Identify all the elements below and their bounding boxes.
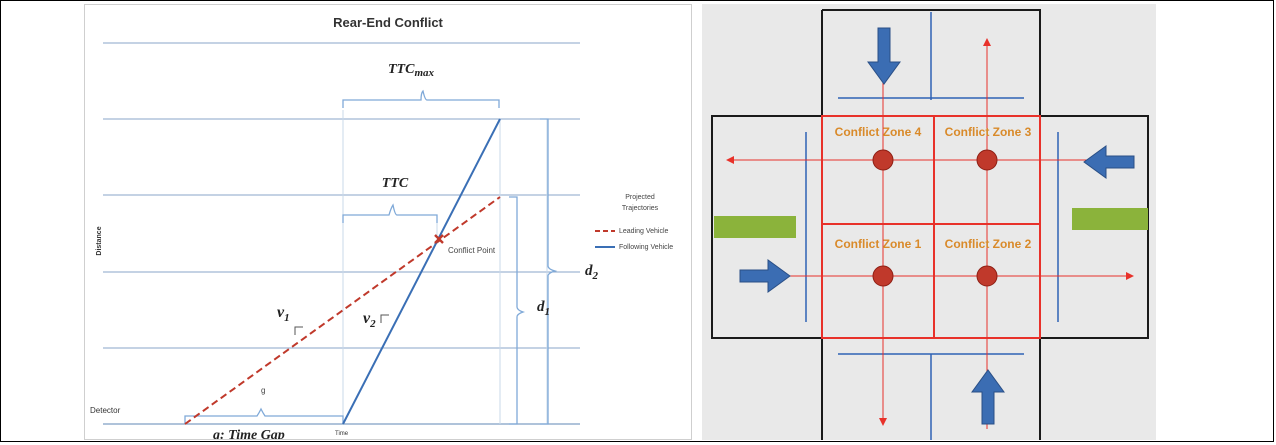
green-bar-west	[714, 216, 796, 238]
conflict-dot-4	[872, 149, 894, 171]
g-small-label: g	[261, 386, 265, 395]
time-gap-brace	[184, 407, 344, 424]
d1-label: d1	[537, 299, 550, 318]
green-bar-east	[1072, 208, 1148, 230]
arrow-westbound-icon	[1083, 145, 1135, 179]
rear-end-diagram: Rear-End Conflict TTCmax TTC d2 d1	[90, 15, 673, 443]
distance-axis-label: Distance	[96, 226, 103, 255]
travel-paths	[726, 38, 1134, 429]
arrow-eastbound-icon	[739, 259, 791, 293]
detector-label: Detector	[90, 406, 121, 415]
d1-brace	[509, 196, 526, 425]
arrow-southbound-icon	[867, 27, 901, 85]
approach-arrows	[739, 27, 1135, 425]
legend-title-line1: Projected	[625, 194, 655, 201]
legend-leading-label: Leading Vehicle	[619, 228, 669, 235]
v2-slope-marker	[380, 314, 389, 323]
v1-label: v1	[277, 304, 290, 324]
ttc-max-label: TTCmax	[388, 62, 435, 79]
following-vehicle-trajectory	[342, 118, 501, 425]
rear-end-conflict-panel: Rear-End Conflict TTCmax TTC d2 d1	[84, 4, 692, 443]
intersection-diagram: Conflict Zone 4 Conflict Zone 3 Conflict…	[702, 4, 1156, 440]
conflict-dot-1	[872, 265, 894, 287]
ttc-max-brace	[342, 89, 500, 108]
v2-label: v2	[363, 310, 376, 330]
vertical-guides	[342, 110, 548, 424]
diagram-title: Rear-End Conflict	[333, 15, 443, 30]
zone-label-1: Conflict Zone 1	[835, 237, 922, 251]
legend-title-line2: Trajectories	[622, 205, 659, 212]
conflict-dot-3	[976, 149, 998, 171]
d2-brace	[540, 118, 558, 425]
ttc-label: TTC	[382, 176, 409, 191]
zone-label-2: Conflict Zone 2	[945, 237, 1032, 251]
intersection-panel: Conflict Zone 4 Conflict Zone 3 Conflict…	[702, 4, 1156, 440]
leading-vehicle-trajectory	[184, 196, 501, 425]
d2-label: d2	[585, 263, 599, 282]
conflict-point-label: Conflict Point	[448, 246, 496, 255]
legend-following-label: Following Vehicle	[619, 244, 673, 251]
conflict-dots	[872, 149, 998, 287]
conflict-point-marker	[434, 234, 444, 244]
time-gap-label: g: Time Gap	[212, 428, 285, 439]
zone-label-3: Conflict Zone 3	[945, 125, 1032, 139]
v1-slope-marker	[294, 326, 303, 335]
distance-gridlines	[103, 42, 580, 349]
conflict-zone-grid	[821, 115, 1041, 339]
ttc-brace	[342, 203, 438, 223]
arrow-northbound-icon	[971, 369, 1005, 425]
lane-lines	[805, 12, 1059, 440]
time-axis-label: Time	[335, 431, 349, 437]
conflict-dot-2	[976, 265, 998, 287]
legend: Projected Trajectories Leading Vehicle F…	[595, 194, 673, 251]
zone-label-4: Conflict Zone 4	[835, 125, 922, 139]
